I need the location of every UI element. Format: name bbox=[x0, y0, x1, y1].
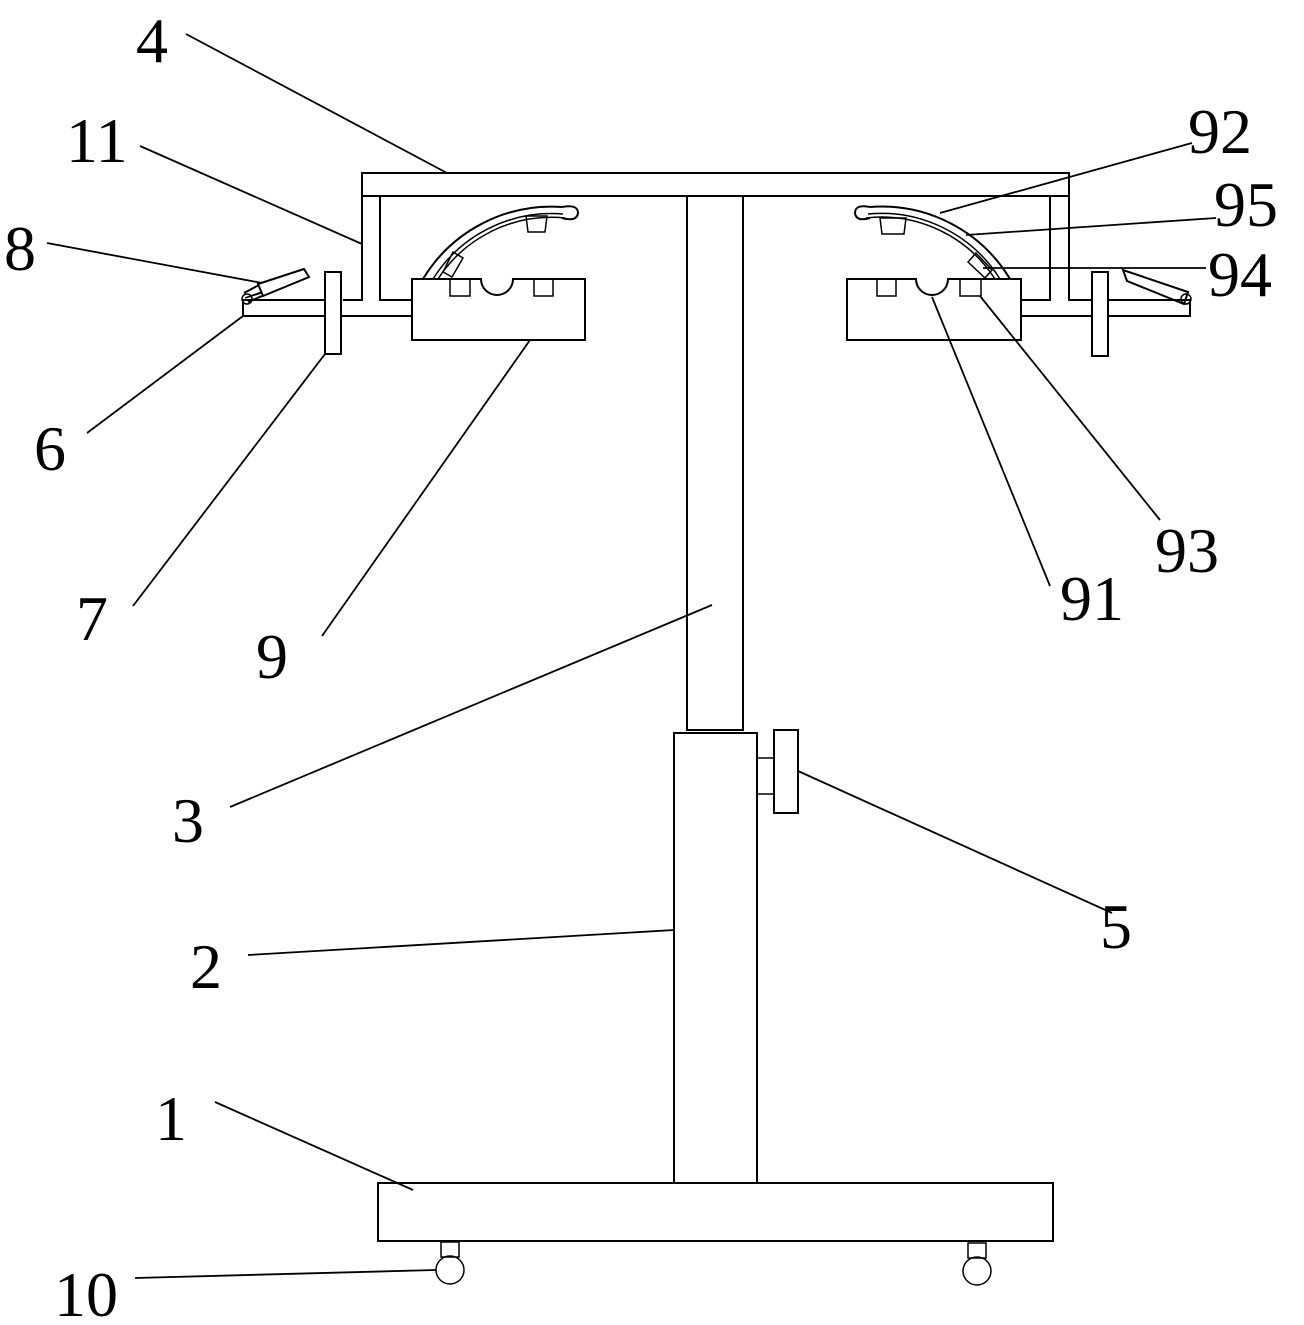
leader-92 bbox=[939, 142, 1193, 214]
leader-8 bbox=[46, 242, 263, 284]
label-9: 9 bbox=[256, 621, 288, 692]
wheel-left bbox=[435, 1241, 465, 1285]
label-91: 91 bbox=[1060, 563, 1124, 634]
label-7: 7 bbox=[76, 583, 108, 654]
side-plate-right bbox=[1091, 271, 1109, 357]
label-10: 10 bbox=[54, 1259, 118, 1325]
leader-91 bbox=[931, 296, 1051, 587]
clamp-block-left bbox=[411, 278, 586, 341]
leader-11 bbox=[139, 145, 363, 245]
label-92: 92 bbox=[1188, 96, 1252, 167]
arc-clamp-right bbox=[853, 205, 1011, 280]
side-rod-left bbox=[242, 299, 412, 317]
label-1: 1 bbox=[155, 1083, 187, 1154]
label-6: 6 bbox=[34, 413, 66, 484]
leader-10 bbox=[134, 1269, 437, 1279]
column-knob bbox=[757, 729, 799, 814]
side-rod-right bbox=[1021, 299, 1191, 317]
leader-5 bbox=[797, 770, 1113, 914]
label-5: 5 bbox=[1100, 891, 1132, 962]
leader-6 bbox=[86, 315, 244, 434]
leader-7 bbox=[132, 353, 326, 607]
leader-9 bbox=[321, 339, 531, 637]
hanger-bracket-right bbox=[1021, 196, 1093, 301]
leader-4 bbox=[185, 33, 448, 174]
hanger-bracket-left bbox=[343, 196, 412, 301]
label-3: 3 bbox=[172, 785, 204, 856]
leader-3 bbox=[229, 604, 713, 808]
crossbar bbox=[361, 172, 1070, 197]
handle-lever-left bbox=[241, 267, 311, 305]
label-2: 2 bbox=[190, 931, 222, 1002]
label-94: 94 bbox=[1208, 239, 1272, 310]
leader-2 bbox=[247, 929, 675, 956]
outer-column bbox=[673, 732, 758, 1184]
label-4: 4 bbox=[136, 5, 168, 76]
inner-column bbox=[686, 195, 744, 731]
leader-93 bbox=[979, 295, 1161, 521]
label-11: 11 bbox=[66, 105, 128, 176]
base bbox=[377, 1182, 1054, 1242]
side-plate-left bbox=[324, 271, 342, 355]
leader-1 bbox=[214, 1101, 414, 1191]
leader-lines bbox=[46, 33, 1217, 1279]
reference-labels: 4 11 8 6 7 9 3 2 1 10 5 92 95 94 93 91 bbox=[4, 5, 1278, 1325]
label-93: 93 bbox=[1155, 515, 1219, 586]
arc-clamp-left bbox=[422, 205, 580, 280]
leader-95 bbox=[965, 217, 1217, 236]
handle-lever-right bbox=[1121, 268, 1192, 306]
wheel-right bbox=[962, 1242, 992, 1286]
label-8: 8 bbox=[4, 213, 36, 284]
clamp-block-right bbox=[846, 278, 1022, 341]
label-95: 95 bbox=[1214, 169, 1278, 240]
